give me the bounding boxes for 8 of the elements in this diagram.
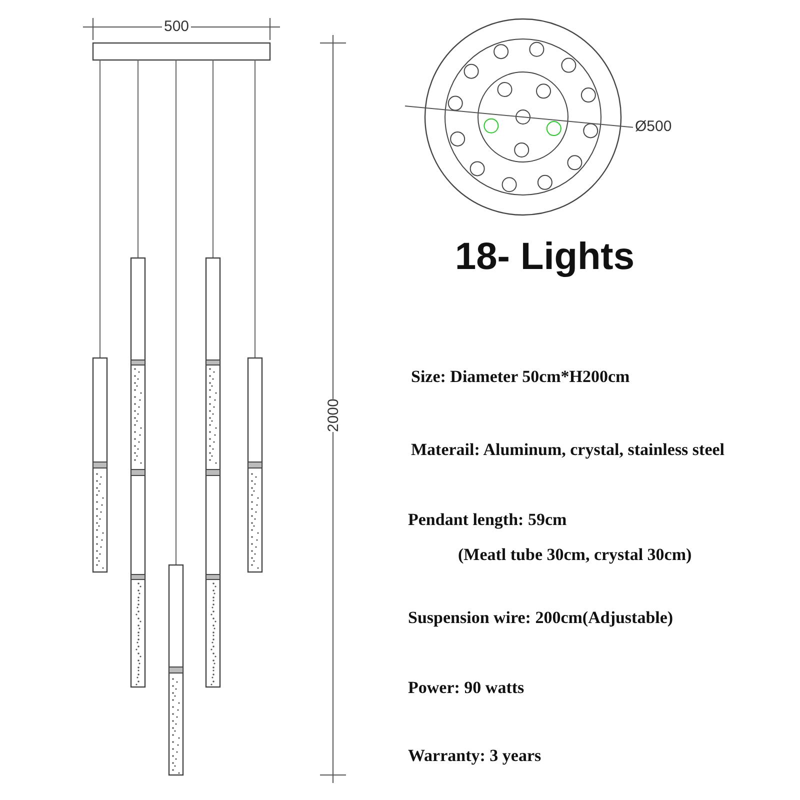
spec-text: Warranty: 3 years bbox=[408, 746, 542, 766]
spec-text: (Meatl tube 30cm, crystal 30cm) bbox=[458, 545, 692, 565]
spec-text: Materail: Aluminum, crystal, stainless steel bbox=[411, 440, 725, 460]
spec-text: Power: 90 watts bbox=[408, 678, 524, 698]
spec-text: Pendant length: 59cm bbox=[408, 510, 567, 530]
spec-text: Suspension wire: 200cm(Adjustable) bbox=[408, 608, 674, 628]
spec-text: Size: Diameter 50cm*H200cm bbox=[411, 367, 630, 387]
title: 18- Lights bbox=[455, 236, 634, 279]
